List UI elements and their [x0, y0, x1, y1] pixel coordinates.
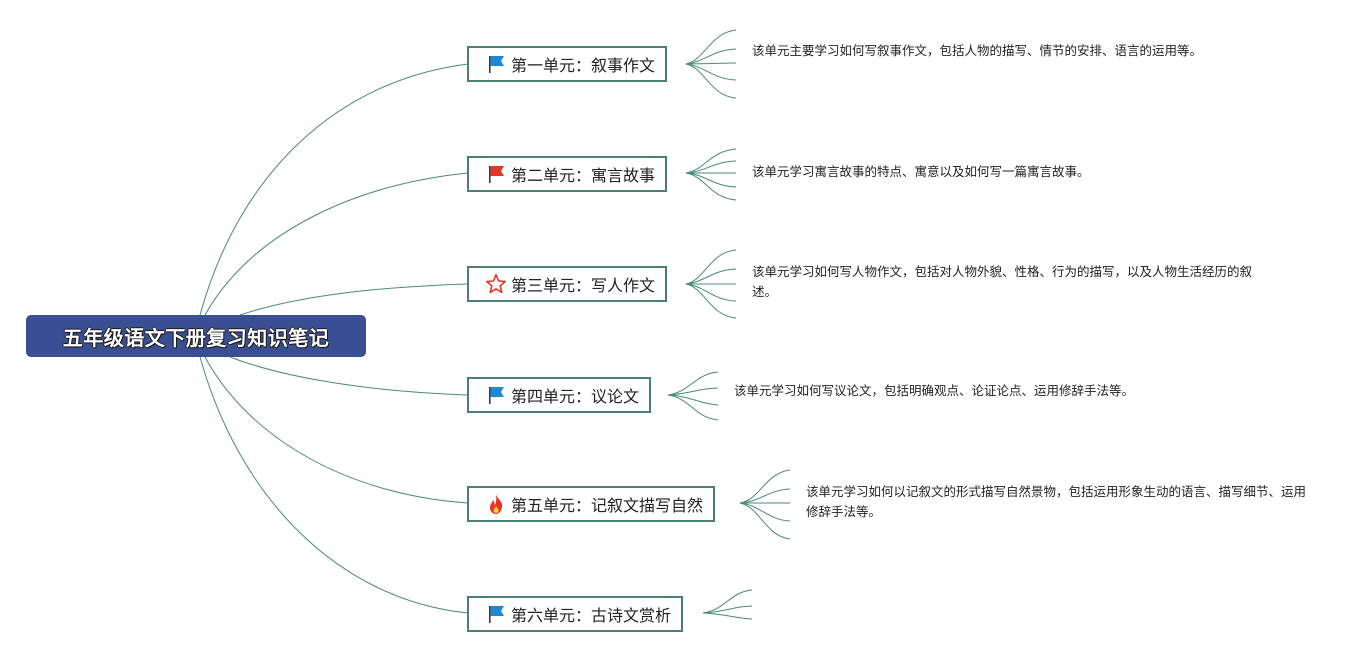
root-topic[interactable]: 五年级语文下册复习知识笔记 [26, 315, 366, 357]
unit-desc-1: 该单元主要学习如何写叙事作文，包括人物的描写、情节的安排、语言的运用等。 [752, 43, 1203, 58]
connector-root-unit-6 [199, 356, 469, 614]
unit-desc-3: 该单元学习如何写人物作文，包括对人物外貌、性格、行为的描写，以及人物生活经历的叙… [752, 264, 1253, 299]
unit-label-3: 第三单元：写人作文 [511, 276, 656, 295]
fire-icon [485, 493, 507, 515]
blue-flag-icon [485, 53, 507, 75]
connector-root-unit-5 [204, 356, 469, 504]
unit-node-6[interactable]: 第六单元：古诗文赏析 [467, 596, 684, 632]
unit-node-3[interactable]: 第三单元：写人作文 [467, 266, 668, 302]
connector-root-unit-2 [204, 172, 469, 316]
unit-desc-4: 该单元学习如何写议论文，包括明确观点、论证论点、运用修辞手法等。 [734, 383, 1135, 398]
unit-node-4[interactable]: 第四单元：议论文 [467, 377, 652, 413]
unit-desc-5: 该单元学习如何以记叙文的形式描写自然景物，包括运用形象生动的语言、描写细节、运用… [806, 484, 1307, 519]
unit-node-5[interactable]: 第五单元：记叙文描写自然 [467, 486, 716, 522]
unit-label-6: 第六单元：古诗文赏析 [511, 606, 672, 625]
star-icon [485, 273, 507, 295]
unit-label-4: 第四单元：议论文 [511, 387, 640, 406]
blue-flag-icon [485, 603, 507, 625]
unit-label-1: 第一单元：叙事作文 [511, 56, 656, 75]
unit-node-2[interactable]: 第二单元：寓言故事 [467, 156, 668, 192]
unit-desc-2: 该单元学习寓言故事的特点、寓意以及如何写一篇寓言故事。 [752, 164, 1090, 179]
connector-root-unit-4 [229, 356, 469, 396]
root-title: 五年级语文下册复习知识笔记 [62, 325, 330, 350]
unit-label-2: 第二单元：寓言故事 [511, 166, 656, 185]
unit-label-5: 第五单元：记叙文描写自然 [511, 496, 704, 515]
red-flag-icon [485, 163, 507, 185]
connector-root-unit-3 [239, 283, 469, 316]
connector-root-unit-1 [199, 63, 469, 316]
blue-flag-icon [485, 384, 507, 406]
unit-node-1[interactable]: 第一单元：叙事作文 [467, 46, 668, 82]
